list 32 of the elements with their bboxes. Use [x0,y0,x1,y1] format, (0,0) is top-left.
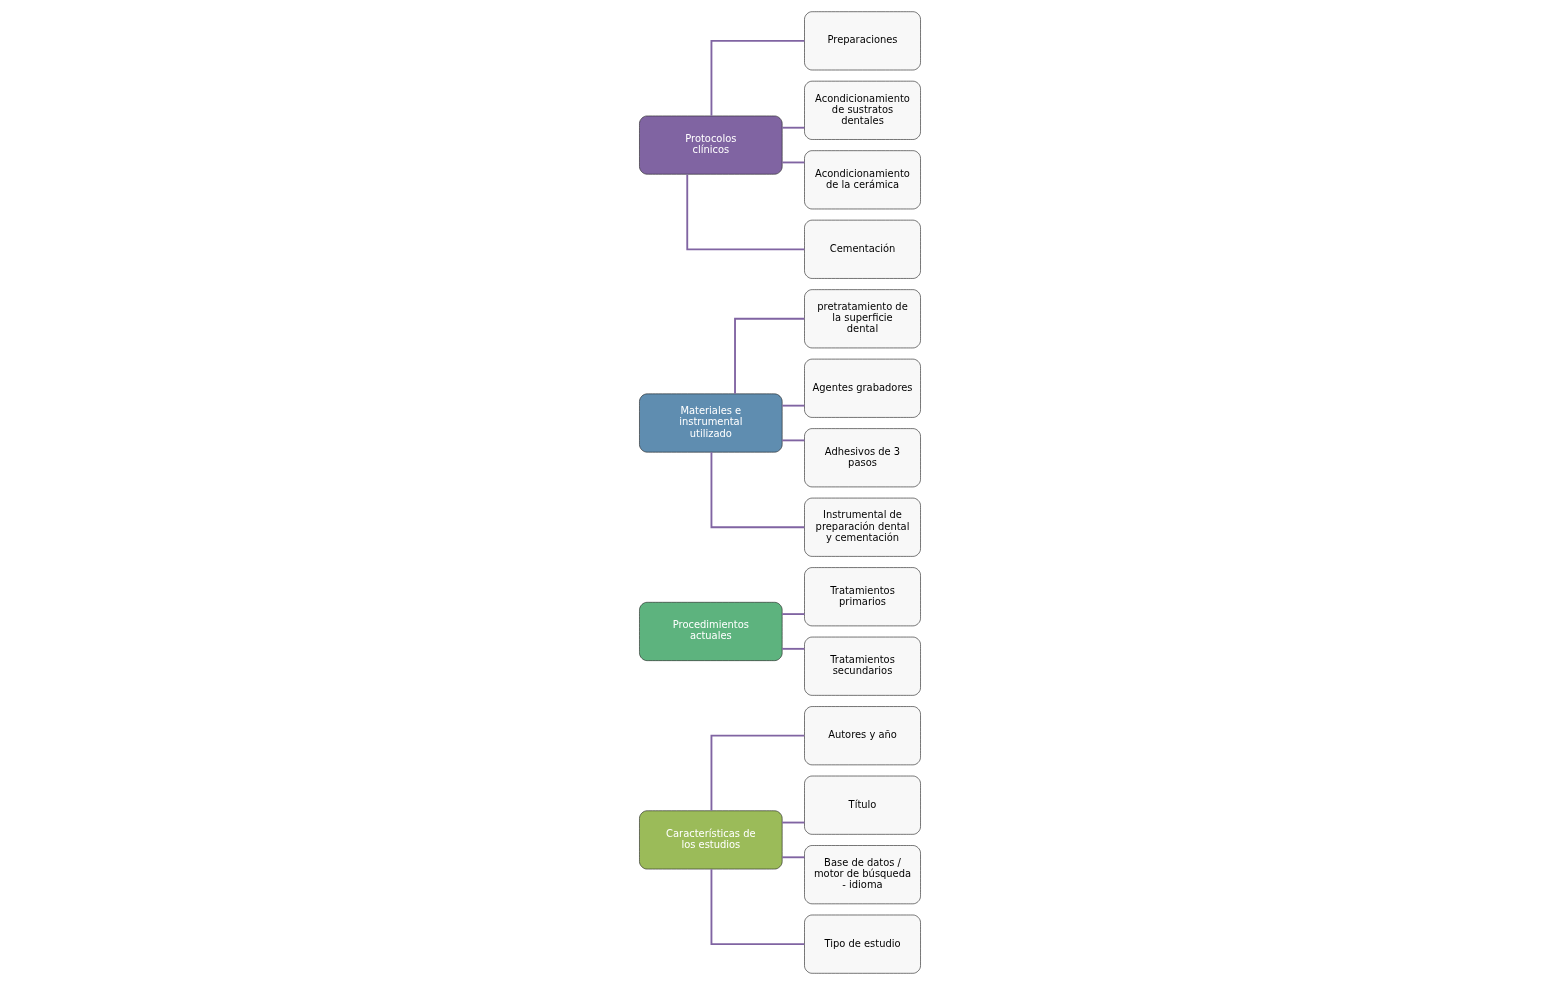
connector [710,734,806,812]
node-box: Tratamientos primarios [804,567,921,627]
connector [710,868,806,946]
node-box: Base de datos / motor de búsqueda - idioma [804,845,921,905]
node-box: Características de los estudios [639,810,783,870]
connector [710,39,806,117]
node-box: Procedimientos actuales [639,602,783,661]
connector [781,821,806,824]
connector [781,856,806,859]
connector [686,173,806,251]
node-box: Autores y año [804,706,921,766]
connector [781,613,806,616]
node-box: Título [804,775,921,835]
node-box: Cementación [804,219,921,279]
connector [781,404,806,407]
node-box: Acondicionamiento de sustratos dentales [804,80,921,140]
node-box: Adhesivos de 3 pasos [804,428,921,488]
connector [734,317,806,395]
node-box: Tratamientos secundarios [804,636,921,696]
node-box: Materiales e instrumental utilizado [639,393,783,453]
connector [781,647,806,650]
connector [781,126,806,129]
node-box: pretratamiento de la superficie dental [804,289,921,349]
node-box: Protocolos clínicos [639,115,783,175]
node-box: Tipo de estudio [804,914,921,974]
node-box: Instrumental de preparación dental y cementación [804,497,921,557]
node-box: Agentes grabadores [804,358,921,418]
node-box: Preparaciones [804,11,921,71]
connector [710,451,806,529]
node-box: Acondicionamiento de la cerámica [804,150,921,210]
connector [781,439,806,442]
connector [781,161,806,164]
